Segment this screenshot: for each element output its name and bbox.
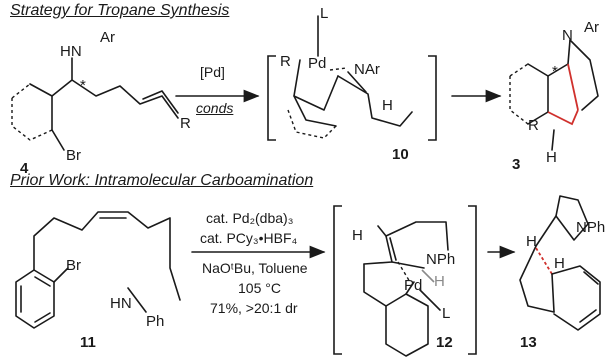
condition-line-2: cat. PCy₃•HBF₄ [200, 230, 298, 246]
compound-label-13: 13 [520, 334, 537, 351]
structure-12 [333, 205, 477, 357]
structure-13 [519, 195, 601, 331]
heading-strategy: Strategy for Tropane Synthesis [10, 2, 230, 19]
label-h-3: H [546, 149, 557, 166]
condition-line-3: NaOᵗBu, Toluene [202, 260, 308, 276]
label-nph-13: NPh [576, 219, 606, 236]
label-pd-12: Pd [404, 277, 423, 294]
label-nar-10: NAr [354, 61, 380, 78]
label-star-4: * [80, 77, 86, 94]
top-conditions: conds [196, 100, 234, 116]
label-ar-3: Ar [584, 19, 599, 36]
structure-3 [509, 39, 599, 151]
label-nph-12: NPh [426, 251, 456, 268]
label-n-3: N [562, 27, 573, 44]
structure-4 [11, 57, 179, 151]
structure-10 [267, 15, 437, 141]
label-h-right-13: H [554, 255, 565, 272]
compound-label-11: 11 [80, 334, 96, 351]
condition-line-1: cat. Pd₂(dba)₃ [206, 210, 294, 226]
condition-line-5: 71%, >20:1 dr [210, 300, 298, 316]
label-h-grey-12: H [434, 273, 445, 290]
label-ar-4: Ar [100, 29, 115, 46]
structure-11 [15, 211, 181, 329]
label-h-10: H [382, 97, 393, 114]
heading-prior-work: Prior Work: Intramolecular Carboaminatio… [10, 172, 314, 189]
label-br-4: Br [66, 147, 81, 164]
label-hn-11: HN [110, 295, 132, 312]
compound-label-3: 3 [512, 156, 521, 173]
label-star-3: * [552, 63, 558, 80]
label-h-left-13: H [526, 233, 537, 250]
label-pd-10: Pd [308, 55, 327, 72]
label-r-3: R [528, 117, 539, 134]
label-ph-11: Ph [146, 313, 165, 330]
compound-label-12: 12 [436, 334, 453, 351]
label-l-10: L [320, 5, 329, 22]
label-r-4: R [180, 115, 191, 132]
label-l-12: L [442, 305, 451, 322]
label-h-12: H [352, 227, 363, 244]
top-reagent: [Pd] [200, 64, 225, 80]
compound-label-4: 4 [20, 160, 29, 177]
label-r-10: R [280, 53, 291, 70]
condition-line-4: 105 °C [238, 280, 281, 296]
label-hn-4: HN [60, 43, 82, 60]
compound-label-10: 10 [392, 146, 409, 163]
label-br-11: Br [66, 257, 81, 274]
